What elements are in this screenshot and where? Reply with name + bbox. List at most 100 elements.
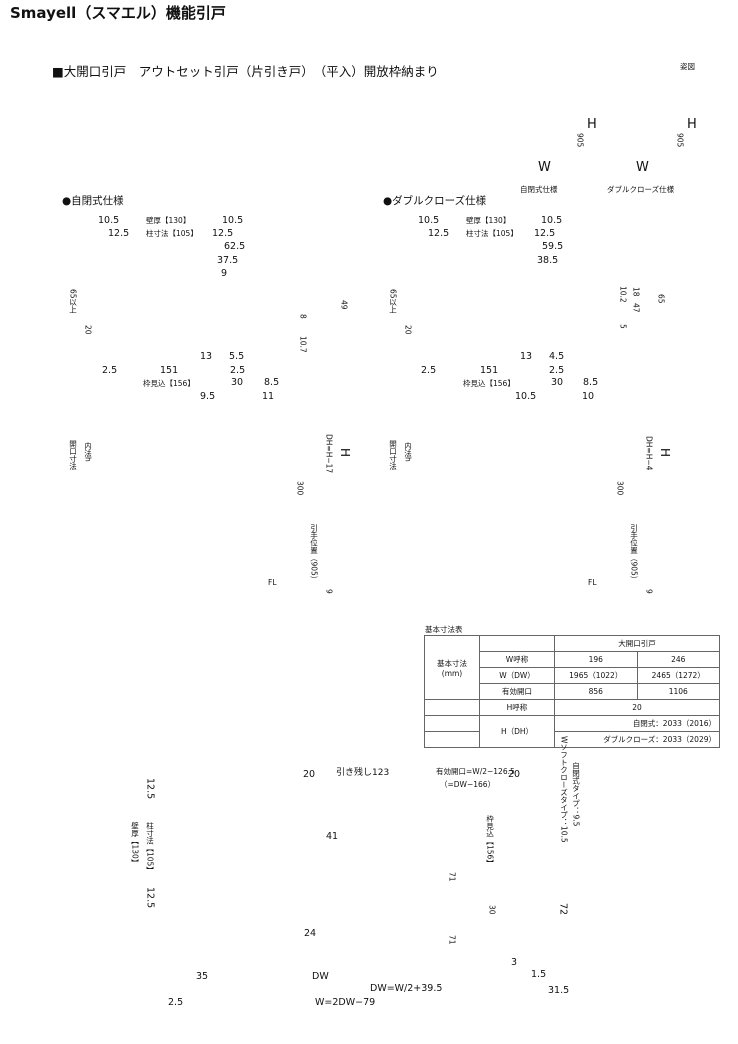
plan-effective: 有効開口=W/2−126.5	[436, 767, 515, 776]
right-dim-59-5: 59.5	[542, 241, 564, 252]
right-dim-65-min: 65以上	[388, 289, 398, 314]
right-dim-2-5b: 2.5	[549, 365, 565, 376]
plan-20a: 20	[303, 769, 316, 780]
table-cell: W（DW）	[479, 667, 555, 684]
left-dim-post: 柱寸法【105】	[146, 229, 198, 238]
left-dim-2-5a: 2.5	[102, 365, 118, 376]
left-dim-wall: 壁厚【130】	[146, 216, 191, 225]
plan-dw-formula: DW=W/2+39.5	[370, 983, 443, 994]
right-dim-5: 5	[618, 324, 628, 329]
plan-31-5: 31.5	[548, 985, 570, 996]
left-dim-65: 65以上	[68, 289, 78, 314]
plan-20b: 20	[508, 769, 521, 780]
table-row: ダブルクローズ：2033（2029）	[424, 731, 720, 748]
spec-group-label: 基本寸法	[437, 658, 467, 668]
table-cell: 246	[636, 651, 720, 668]
plan-12-5a: 12.5	[144, 778, 156, 800]
right-dim-47: 47	[631, 303, 641, 313]
table-row: 有効開口 856 1106	[425, 683, 720, 700]
left-dim-8-5: 8.5	[264, 377, 280, 388]
table-cell: 1106	[636, 683, 720, 700]
left-dim-2-5b: 2.5	[230, 365, 246, 376]
left-dim-9-5: 9.5	[200, 391, 216, 402]
table-cell: 2465（1272）	[636, 667, 720, 684]
plan-wall: 壁厚【130】	[130, 822, 140, 867]
left-dim-30: 30	[231, 377, 244, 388]
sketch-905-right: 905	[675, 133, 685, 148]
plan-72: 72	[557, 903, 569, 916]
page-title: Smayell（スマエル）機能引戸	[10, 4, 226, 22]
section-subtitle: ■大開口引戸 アウトセット引戸（片引き戸） （平入）開放枠納まり	[52, 64, 439, 79]
table-cell: 1965（1022）	[554, 667, 638, 684]
right-dim-post: 柱寸法【105】	[466, 229, 518, 238]
right-dim-frame: 枠見込【156】	[463, 379, 515, 388]
right-dim-10-5-l: 10.5	[418, 215, 440, 226]
right-300: 300	[615, 481, 625, 496]
left-dim-10-5-r: 10.5	[222, 215, 244, 226]
plan-35: 35	[196, 971, 209, 982]
table-cell: 856	[554, 683, 638, 700]
left-dim-12-5-l: 12.5	[108, 228, 130, 239]
left-opening: 開口寸法	[68, 440, 78, 470]
plan-3: 3	[511, 957, 518, 968]
sketch-caption-right: ダブルクローズ仕様	[607, 185, 675, 194]
left-section-drawing	[95, 224, 345, 600]
right-dim-38-5: 38.5	[537, 255, 559, 266]
right-dim-12-5-r: 12.5	[534, 228, 556, 239]
plan-frame: 枠見込【156】	[485, 815, 495, 867]
plan-dw: DW	[312, 971, 329, 982]
spec-table: 基本寸法 (mm) 大開口引戸 W呼称 196 246 W（DW） 1965（1…	[424, 635, 720, 748]
left-handle: 引手位置（905）	[309, 524, 319, 584]
right-dim-wall: 壁厚【130】	[466, 216, 511, 225]
plan-12-5b: 12.5	[144, 887, 156, 909]
right-dim-10-2: 10.2	[618, 286, 628, 303]
table-cell: 有効開口	[479, 683, 555, 700]
sketch-905-left: 905	[575, 133, 585, 148]
right-dim-151: 151	[480, 365, 499, 376]
left-dim-37-5: 37.5	[217, 255, 239, 266]
spec-group-cell: 基本寸法 (mm)	[424, 635, 480, 700]
right-inner: 内法h	[403, 442, 413, 462]
left-dh: DH=H−17	[324, 434, 334, 474]
plan-71b: 71	[447, 935, 457, 945]
right-dim-10: 10	[582, 391, 595, 402]
spec-blank	[479, 635, 555, 652]
table-cell: H呼称	[479, 699, 555, 716]
sketch-caption-left: 自閉式仕様	[520, 185, 558, 194]
plan-2-5: 2.5	[168, 997, 184, 1008]
right-heading: ●ダブルクローズ仕様	[383, 195, 487, 207]
table-cell: 196	[554, 651, 638, 668]
left-dim-5-5: 5.5	[229, 351, 245, 362]
table-row: H（DH） 自閉式：2033（2016）	[424, 715, 720, 748]
plan-71a: 71	[447, 872, 457, 882]
table-cell: ダブルクローズ：2033（2029）	[554, 731, 720, 748]
left-h: H	[338, 448, 352, 458]
plan-41: 41	[326, 831, 339, 842]
sketch-h-right: H	[687, 117, 697, 132]
spec-group-unit: (mm)	[441, 668, 463, 678]
right-section-drawing	[415, 224, 665, 600]
left-inner: 内法h	[83, 442, 93, 462]
right-dim-65: 65	[656, 294, 666, 304]
left-dim-13: 13	[200, 351, 213, 362]
table-row: W呼称 196 246	[425, 651, 720, 668]
table-cell: 自閉式：2033（2016）	[554, 715, 720, 732]
left-dim-11: 11	[262, 391, 275, 402]
plan-post: 柱寸法【105】	[145, 822, 155, 874]
right-dim-4-5: 4.5	[549, 351, 565, 362]
left-9b: 9	[324, 589, 334, 594]
left-dim-62-5: 62.5	[224, 241, 246, 252]
plan-w-formula: W=2DW−79	[315, 997, 376, 1008]
plan-self-type: 自閉式タイプ：9.5	[571, 762, 581, 827]
left-dim-151: 151	[160, 365, 179, 376]
plan-1-5: 1.5	[531, 969, 547, 980]
spec-table-caption: 基本寸法表	[425, 625, 463, 634]
left-dim-12-5-r: 12.5	[212, 228, 234, 239]
sketch-w-right: W	[636, 160, 649, 175]
sketch-label: 姿図	[680, 62, 695, 71]
sketch-h-left: H	[587, 117, 597, 132]
left-dim-10-7: 10.7	[298, 336, 308, 353]
left-dim-10-5-l: 10.5	[98, 215, 120, 226]
right-dh: DH=H−4	[644, 436, 654, 471]
spec-blank	[424, 715, 480, 732]
